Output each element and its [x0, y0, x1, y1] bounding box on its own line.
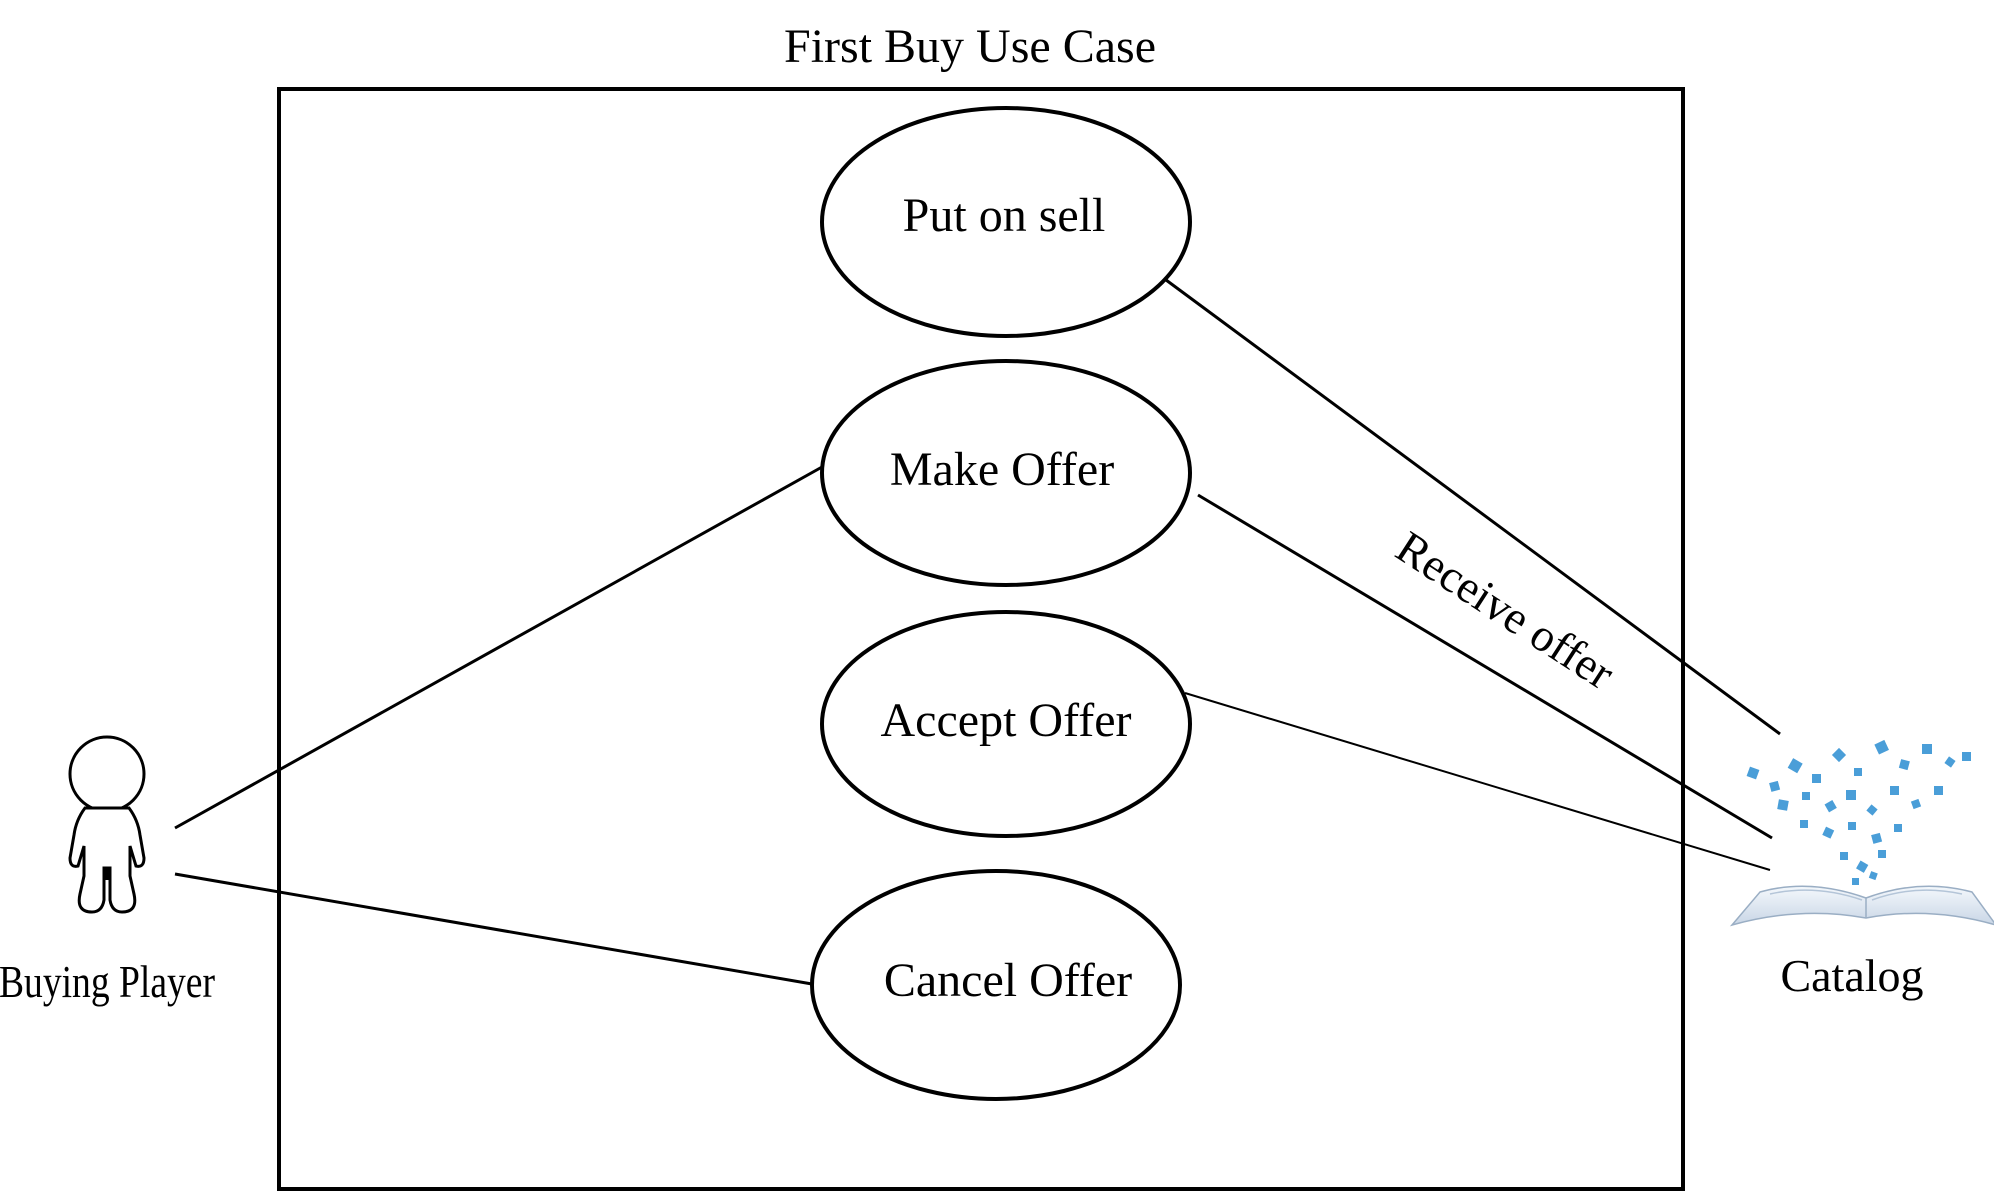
association-label-receive-offer: Receive offer [1387, 521, 1623, 699]
stick-figure-icon [68, 735, 146, 914]
open-book-icon [1729, 739, 1994, 927]
use-case-label: Put on sell [903, 189, 1106, 242]
actor-label: Catalog [1780, 950, 1923, 1001]
system-boundary [277, 87, 1685, 1191]
actor-buying-player: Buying Player [0, 735, 215, 1007]
use-case-label: Make Offer [890, 443, 1114, 496]
use-case-label: Cancel Offer [884, 954, 1132, 1007]
diagram-title: First Buy Use Case [784, 20, 1156, 73]
use-case-make-offer: Make Offer [820, 359, 1192, 587]
association-put-on-sell-catalog [1161, 275, 1781, 736]
association-accept-offer-catalog [1184, 692, 1771, 871]
association-make-offer-catalog [1197, 493, 1773, 840]
use-case-cancel-offer: Cancel Offer [810, 869, 1182, 1101]
association-buyer-cancel-offer [174, 872, 813, 986]
actor-catalog: Catalog [1729, 739, 1994, 1001]
associations [174, 275, 1781, 986]
use-case-put-on-sell: Put on sell [820, 106, 1192, 338]
use-case-accept-offer: Accept Offer [820, 610, 1192, 838]
association-buyer-make-offer [174, 465, 823, 830]
actor-label: Buying Player [0, 956, 215, 1007]
use-case-label: Accept Offer [881, 694, 1132, 747]
